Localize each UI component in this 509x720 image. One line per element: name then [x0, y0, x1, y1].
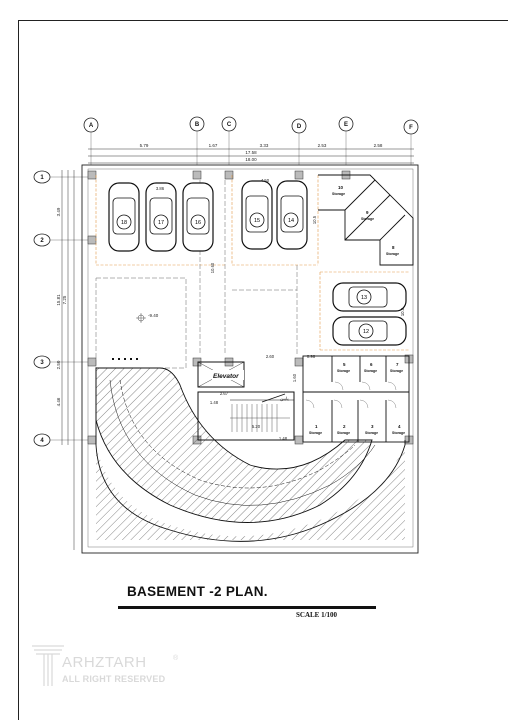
dim-bay-depth: 10.5 — [312, 215, 317, 224]
car-14-number: 14 — [288, 218, 294, 224]
storage-8-number: 8 — [392, 245, 395, 250]
car-15: 15 — [241, 180, 273, 250]
dim-left-ramp: 2.50 — [56, 360, 61, 369]
dim-left-34: 4.46 — [56, 397, 61, 406]
dim-core-depth: 1.60 — [292, 373, 297, 382]
storage-6-number: 6 — [370, 362, 373, 367]
car-12-number: 12 — [363, 329, 369, 335]
dim-top-total-2: 18.00 — [245, 157, 257, 162]
storage-5-number: 5 — [343, 362, 346, 367]
storage-9-label: Storage — [361, 217, 374, 221]
storage-10-number: 10 — [338, 185, 344, 190]
grid-col-f: F — [409, 125, 413, 131]
grid-column-bubbles — [83, 116, 419, 135]
storage-7-label: Storage — [390, 369, 403, 373]
dim-top-cd: 3.33 — [260, 143, 269, 148]
plan-scale: SCALE 1/100 — [296, 611, 338, 619]
storage-block — [302, 355, 410, 443]
storage-doors — [305, 381, 397, 409]
storage-10-label: Storage — [332, 192, 345, 196]
grid-col-b: B — [195, 122, 200, 128]
dim-right-bay: 10.5 — [400, 307, 405, 316]
storage-1-number: 1 — [315, 424, 318, 429]
brand-name: ARHZTARH — [62, 654, 147, 671]
car-13-number: 13 — [361, 295, 367, 301]
brand-registered: ® — [173, 655, 179, 662]
grid-col-e: E — [344, 122, 348, 128]
dim-top-ef: 2.58 — [374, 143, 383, 148]
storage-7-number: 7 — [396, 362, 399, 367]
storage-3-label: Storage — [365, 431, 378, 435]
title-underline — [118, 606, 376, 609]
dim-top-bc: 1.67 — [209, 143, 218, 148]
grid-row-3: 3 — [40, 360, 44, 366]
grid-row-bubbles — [33, 170, 51, 447]
drawing-sheet-border — [18, 20, 508, 720]
stair-arrow — [261, 393, 286, 403]
plan-title: BASEMENT -2 PLAN. — [127, 584, 268, 599]
dim-stair-1: 1.48 — [210, 400, 219, 405]
car-12: 12 — [332, 316, 407, 346]
car-18-number: 18 — [121, 220, 127, 226]
cars-top-row: 18 17 16 15 14 — [108, 180, 308, 252]
storage-8-label: Storage — [386, 252, 399, 256]
storage-3-number: 3 — [371, 424, 374, 429]
spiral-ramp — [95, 367, 406, 542]
dim-core-width: 2.60 — [266, 354, 275, 359]
car-14: 14 — [276, 180, 308, 250]
dim-aisle: 10.60 — [210, 262, 215, 273]
ramp-edge-marks — [112, 358, 138, 360]
dim-top-de: 2.53 — [318, 143, 327, 148]
arhztarh-logo-icon — [32, 645, 64, 686]
storage-6-label: Storage — [364, 369, 377, 373]
car-17-number: 17 — [158, 220, 164, 226]
car-18: 18 — [108, 182, 140, 252]
dim-left-12: 3.49 — [56, 207, 61, 216]
stair-arrow-label: پایین — [280, 396, 289, 402]
storage-5-label: Storage — [337, 369, 350, 373]
elevator-label: Elevator — [213, 373, 239, 380]
grid-col-c: C — [227, 122, 232, 128]
dim-stair-run: 5.20 — [252, 424, 261, 429]
car-16-number: 16 — [195, 220, 201, 226]
storage-top-right — [318, 174, 414, 266]
grid-row-2: 2 — [40, 238, 44, 244]
storage-1-label: Storage — [309, 431, 322, 435]
dim-car-bay: 3.86 — [156, 186, 165, 191]
storage-2-label: Storage — [337, 431, 350, 435]
storage-9-number: 9 — [366, 210, 369, 215]
dim-stair-2: 1.48 — [279, 436, 288, 441]
car-17: 17 — [145, 182, 177, 252]
parking-bay-lines — [95, 175, 410, 351]
car-13: 13 — [332, 282, 407, 312]
dim-elevator: 2.67 — [220, 391, 229, 396]
dim-car-bay-2: 4.50 — [261, 178, 270, 183]
elevator-label-bg — [212, 370, 244, 380]
brand-tagline: ALL RIGHT RESERVED — [62, 674, 166, 684]
top-dimension-lines — [88, 148, 414, 164]
grid-row-4: 4 — [40, 438, 44, 444]
car-16: 16 — [182, 182, 214, 252]
car-15-number: 15 — [254, 218, 260, 224]
cars-right: 13 12 10.5 — [332, 282, 407, 346]
dim-core-gap: 0.96 — [307, 354, 316, 359]
site-boundary — [81, 164, 419, 554]
storage-2-number: 2 — [343, 424, 346, 429]
storage-4-label: Storage — [392, 431, 405, 435]
grid-col-d: D — [297, 124, 302, 130]
grid-col-a: A — [89, 123, 94, 129]
grid-lines — [50, 131, 412, 441]
stair-treads — [230, 404, 290, 432]
storage-4-number: 4 — [398, 424, 401, 429]
dim-left-23: 7.25 — [62, 295, 67, 304]
left-dimension-lines — [61, 170, 75, 550]
dim-top-total-1: 17.58 — [245, 150, 257, 155]
dim-left-total: 15.81 — [56, 294, 61, 306]
level-value: -9.40 — [148, 313, 159, 318]
level-marker: -9.40 — [136, 313, 159, 323]
dim-top-ab: 5.79 — [140, 143, 149, 148]
grid-row-1: 1 — [40, 175, 44, 181]
